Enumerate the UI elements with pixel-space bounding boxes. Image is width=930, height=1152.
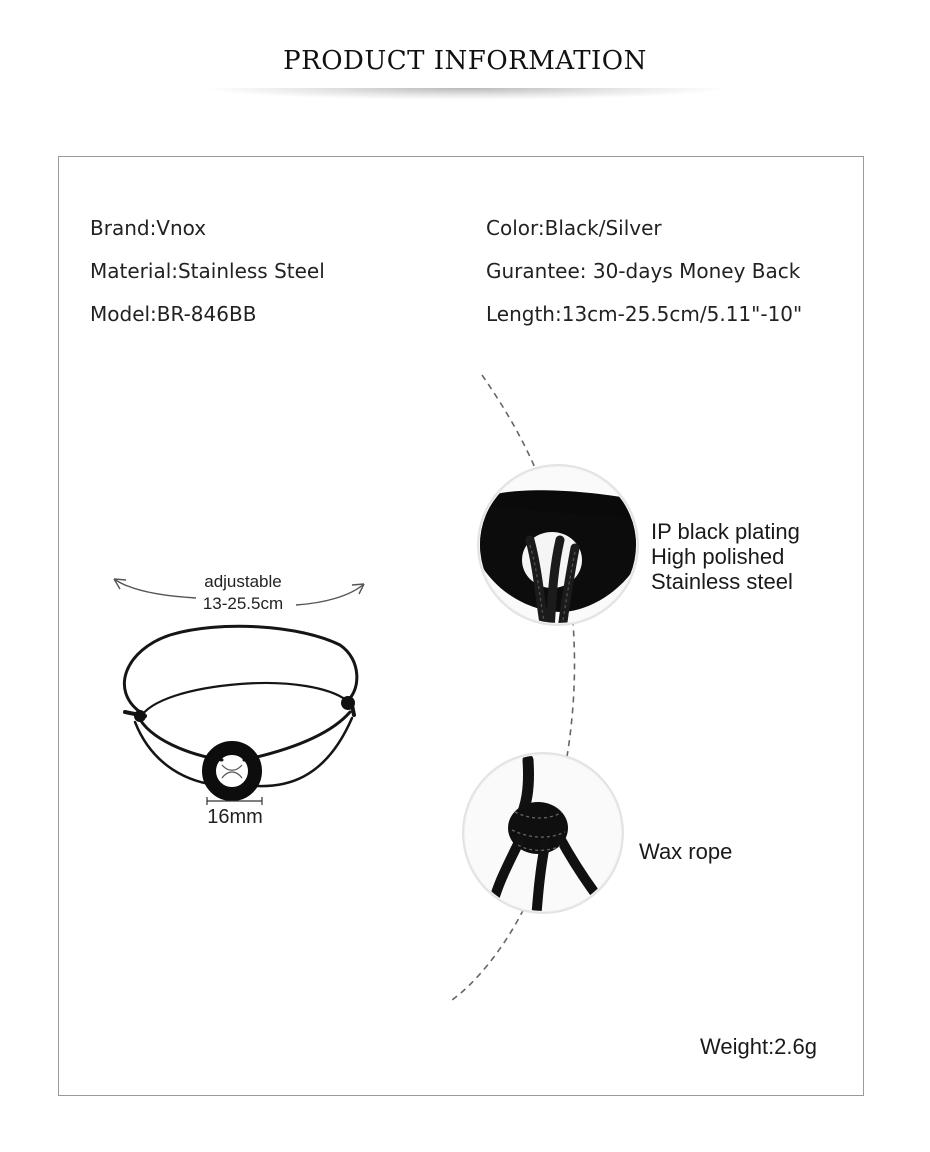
rope-callout: Wax rope: [639, 839, 733, 864]
plating-callout-line3: Stainless steel: [651, 569, 793, 594]
bracelet-knot-left: [134, 710, 146, 722]
spec-model: Model:BR-846BB: [90, 302, 257, 326]
spec-length: Length:13cm-25.5cm/5.11"-10": [486, 302, 803, 326]
bracelet-knot-right: [341, 696, 355, 710]
spec-material: Material:Stainless Steel: [90, 259, 325, 283]
plating-callout-line2: High polished: [651, 544, 785, 569]
bracelet-cord: [122, 624, 359, 788]
info-panel: [58, 156, 864, 1096]
plating-callout-line1: IP black plating: [651, 519, 800, 544]
spec-color: Color:Black/Silver: [486, 216, 662, 240]
weight-label: Weight:2.6g: [700, 1034, 818, 1059]
rope-detail-circle: [462, 752, 624, 914]
title-shadow: [200, 88, 730, 100]
page-title: PRODUCT INFORMATION: [283, 46, 647, 76]
adjustable-label: adjustable: [204, 572, 282, 591]
size-label: 16mm: [207, 806, 263, 828]
adjust-arrow-left: [113, 578, 197, 599]
dashed-guide-arc: [451, 374, 576, 1001]
spec-brand: Brand:Vnox: [90, 216, 207, 240]
plating-detail-circle: [477, 464, 639, 626]
range-label: 13-25.5cm: [202, 594, 284, 613]
bracelet-ring: [202, 741, 262, 801]
adjust-arrow-right: [295, 583, 365, 606]
spec-guarantee: Gurantee: 30-days Money Back: [486, 259, 801, 283]
